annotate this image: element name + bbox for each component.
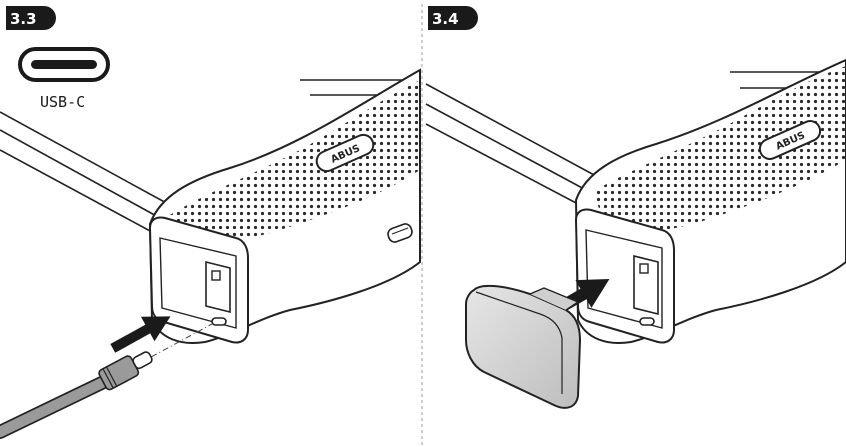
panel-step-3-3: 3.3 USB-C ABUS <box>0 6 421 439</box>
insert-guide-line <box>139 323 213 364</box>
lock-body: ABUS <box>148 68 421 344</box>
lock-body: ABUS <box>574 58 846 344</box>
brand-logo-plate: ABUS <box>758 120 822 160</box>
port-cover-cap <box>465 284 582 409</box>
usb-c-port-icon <box>18 47 110 82</box>
side-button <box>387 223 413 243</box>
brand-logo-plate: ABUS <box>315 133 375 173</box>
insert-arrow-icon <box>110 316 171 353</box>
usb-c-label: USB-C <box>40 93 85 111</box>
step-number: 3.4 <box>432 10 459 28</box>
usb-c-socket <box>639 317 655 326</box>
lock-shackle <box>425 71 846 205</box>
usb-c-cable <box>0 351 153 439</box>
lock-shackle <box>0 79 420 233</box>
usb-c-plug <box>132 351 153 370</box>
step-number: 3.3 <box>10 10 37 28</box>
usb-c-socket <box>211 317 227 326</box>
step-badge: 3.4 <box>428 6 478 30</box>
step-badge: 3.3 <box>6 6 56 30</box>
panel-step-3-4: 3.4 ABUS <box>425 6 846 409</box>
